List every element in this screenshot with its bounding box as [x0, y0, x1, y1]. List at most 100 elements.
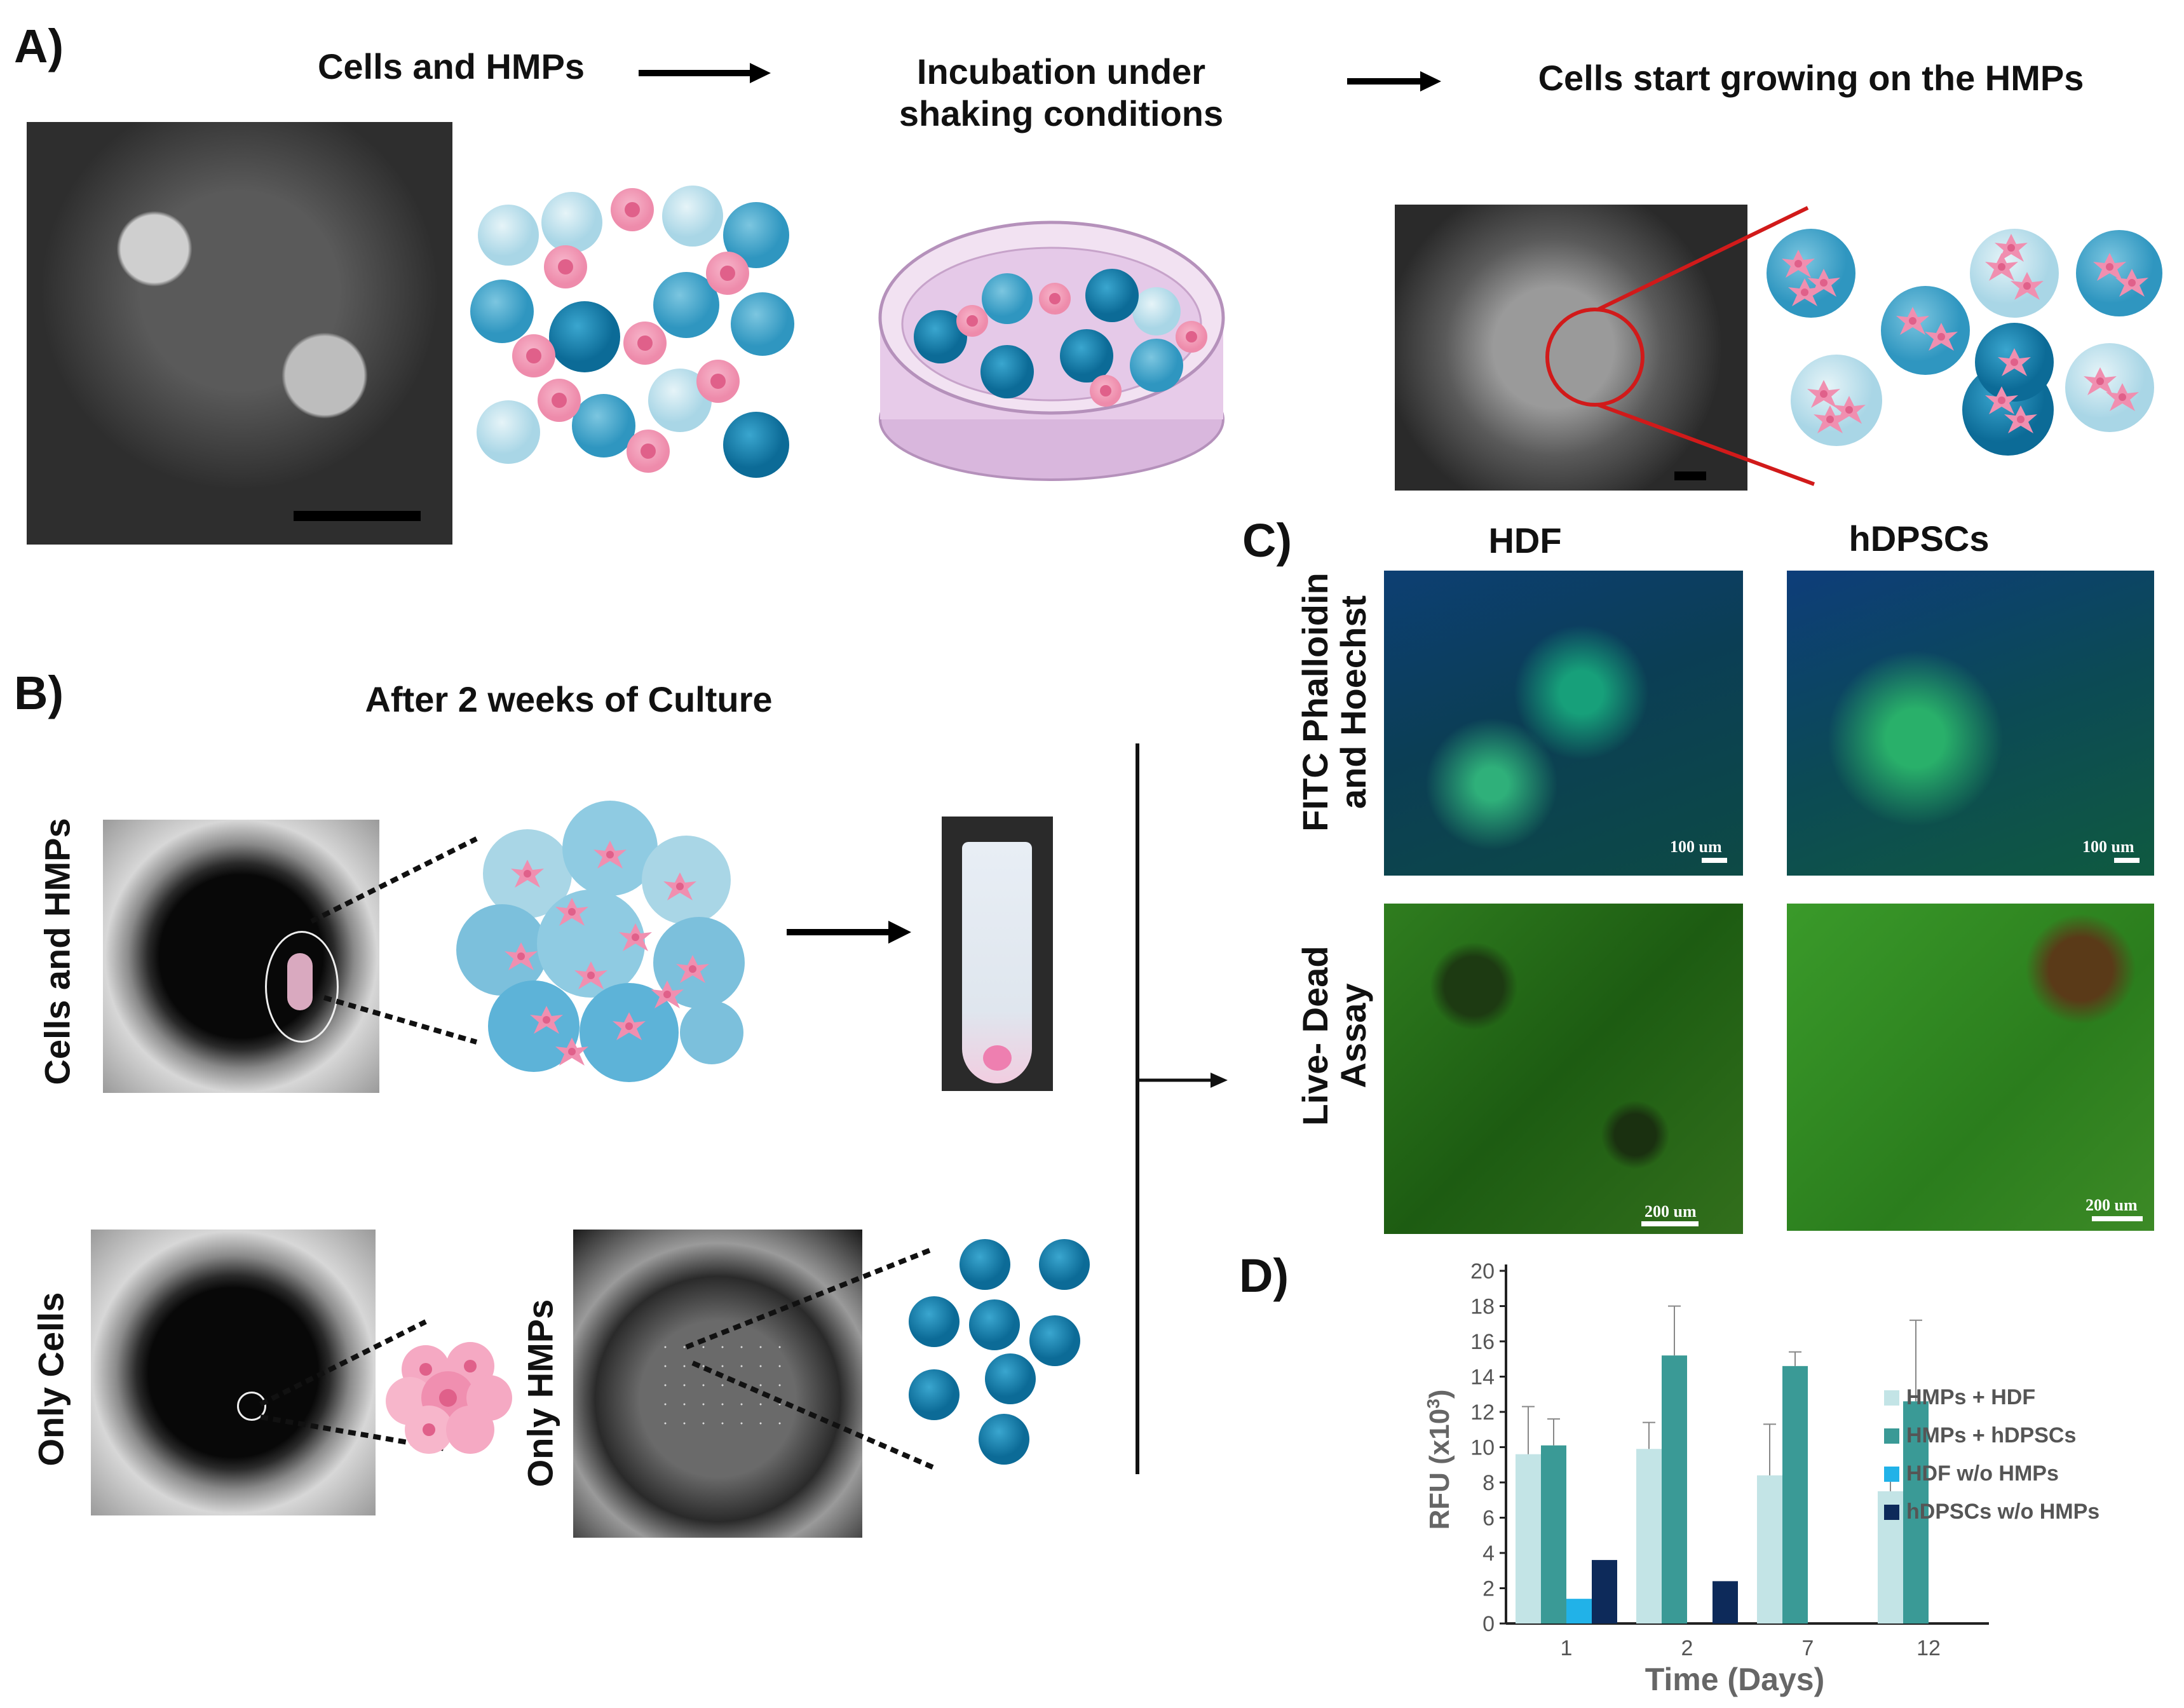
hmp-mid — [723, 202, 789, 268]
row-label-cells-and-hmps: Cells and HMPs — [37, 818, 78, 1085]
scale-bar — [1641, 1221, 1699, 1226]
hmp-dark — [549, 301, 620, 372]
bar — [1516, 1454, 1541, 1623]
hmp-dark — [723, 412, 789, 478]
hmp-laden — [1970, 229, 2059, 318]
hmp-laden — [2065, 343, 2154, 432]
scale-label: 200 um — [2086, 1196, 2138, 1214]
scale-label: 100 um — [1670, 837, 1722, 856]
hmp-mid — [572, 394, 635, 458]
bar — [1903, 1401, 1929, 1623]
bar — [1782, 1366, 1808, 1623]
hmps-only-illustration — [909, 1239, 1090, 1465]
bar — [1541, 1445, 1566, 1623]
scale-bar — [2114, 858, 2140, 863]
x-tick-label: 7 — [1802, 1636, 1814, 1660]
row-label-live-dead: Live- Dead Assay — [1295, 921, 1373, 1150]
x-tick-label: 2 — [1681, 1636, 1693, 1660]
row-label-live-dead-line2: Assay — [1333, 983, 1373, 1088]
cell-laden-hmps-illustration — [1767, 229, 2162, 456]
hmp-light — [541, 192, 602, 253]
hmp-mid — [470, 280, 534, 343]
panel-b-label: B) — [14, 667, 64, 719]
arrow-right-icon — [1347, 71, 1441, 92]
bar — [1713, 1581, 1738, 1623]
step1-heading: Cells and HMPs — [317, 46, 585, 86]
y-tick-label: 2 — [1482, 1577, 1495, 1601]
bar — [1757, 1475, 1782, 1623]
arrow-right-icon — [787, 921, 911, 944]
bar — [1592, 1560, 1617, 1623]
row-label-fitc-line1: FITC Phalloidin — [1295, 573, 1335, 832]
legend-swatch — [1884, 1390, 1899, 1406]
y-tick-label: 18 — [1470, 1295, 1495, 1319]
y-tick-label: 4 — [1482, 1542, 1495, 1566]
legend-swatch — [1884, 1428, 1899, 1444]
hmp-laden — [1881, 286, 1970, 375]
well-photo-cells-and-hmps — [103, 820, 379, 1093]
row-label-fitc-line2: and Hoechst — [1333, 595, 1373, 810]
column-header-hdpscs: hDPSCs — [1848, 518, 1990, 559]
bracket-arrow — [1136, 743, 1228, 1474]
legend-swatch — [1884, 1505, 1899, 1520]
row-label-only-cells: Only Cells — [31, 1292, 71, 1467]
cells — [512, 188, 749, 473]
live-dead-hdf-image: 200 um — [1384, 904, 1743, 1234]
petri-dish-illustration — [878, 220, 1225, 481]
bar — [1636, 1449, 1662, 1623]
brightfield-micrograph — [1395, 205, 1747, 491]
bar — [1662, 1355, 1687, 1623]
y-tick-label: 16 — [1470, 1330, 1495, 1354]
hmp-laden — [2076, 230, 2162, 316]
hmp-laden — [1767, 229, 1855, 318]
panel-a-label: A) — [14, 20, 64, 72]
hmp-cell-aggregate-illustration — [456, 801, 745, 1082]
y-tick-label: 12 — [1470, 1400, 1495, 1425]
panel-d-label: D) — [1239, 1249, 1289, 1302]
panel-b-title: After 2 weeks of Culture — [365, 679, 773, 719]
y-tick-label: 10 — [1470, 1436, 1495, 1460]
scale-bar — [1674, 471, 1706, 480]
step2-heading: Incubation under shaking conditions — [858, 51, 1265, 135]
hmp-light — [662, 186, 723, 247]
cell-cluster-illustration — [386, 1342, 512, 1454]
scale-bar — [294, 511, 421, 521]
y-tick-label: 20 — [1470, 1259, 1495, 1284]
bar — [1566, 1599, 1592, 1623]
hmp-light — [478, 205, 539, 266]
hmp-mid — [653, 272, 719, 338]
step3-heading: Cells start growing on the HMPs — [1538, 58, 2084, 98]
scale-label: 100 um — [2082, 837, 2134, 856]
scale-label: 200 um — [1645, 1202, 1697, 1221]
y-tick-label: 6 — [1482, 1507, 1495, 1531]
well-photo-only-hmps — [573, 1230, 862, 1538]
legend-label: hDPSCs w/o HMPs — [1906, 1500, 2099, 1524]
step2-line2: shaking conditions — [899, 93, 1224, 133]
x-tick-label: 12 — [1916, 1636, 1941, 1660]
zoom-lines — [685, 1246, 935, 1470]
y-axis-label: RFU (x103) — [1423, 1390, 1456, 1530]
legend-label: HMPs + HDF — [1906, 1385, 2035, 1409]
hmp-laden — [1791, 355, 1882, 446]
hmps-and-cells-illustration — [470, 186, 794, 478]
y-tick-label: 14 — [1470, 1366, 1495, 1390]
fitc-hdpscs-image: 100 um — [1787, 571, 2154, 876]
row-label-only-hmps: Only HMPs — [520, 1299, 560, 1488]
zoom-connector — [1545, 206, 1815, 486]
legend-label: HDF w/o HMPs — [1906, 1461, 2059, 1486]
legend-label: HMPs + hDPSCs — [1906, 1423, 2076, 1447]
y-tick-label: 0 — [1482, 1612, 1495, 1636]
fitc-hdf-image: 100 um — [1384, 571, 1743, 876]
y-tick-label: 8 — [1482, 1471, 1495, 1495]
hmp-light — [477, 400, 540, 464]
tube-photo — [942, 817, 1053, 1091]
sem-micrograph — [27, 122, 452, 545]
column-header-hdf: HDF — [1488, 520, 1562, 560]
row-label-live-dead-line1: Live- Dead — [1295, 946, 1335, 1126]
hmp-laden — [1962, 323, 2054, 456]
hmp-light — [648, 369, 712, 432]
step2-line1: Incubation under — [916, 51, 1206, 92]
row-label-fitc: FITC Phalloidin and Hoechst — [1295, 562, 1373, 842]
scale-bar — [2092, 1216, 2143, 1221]
